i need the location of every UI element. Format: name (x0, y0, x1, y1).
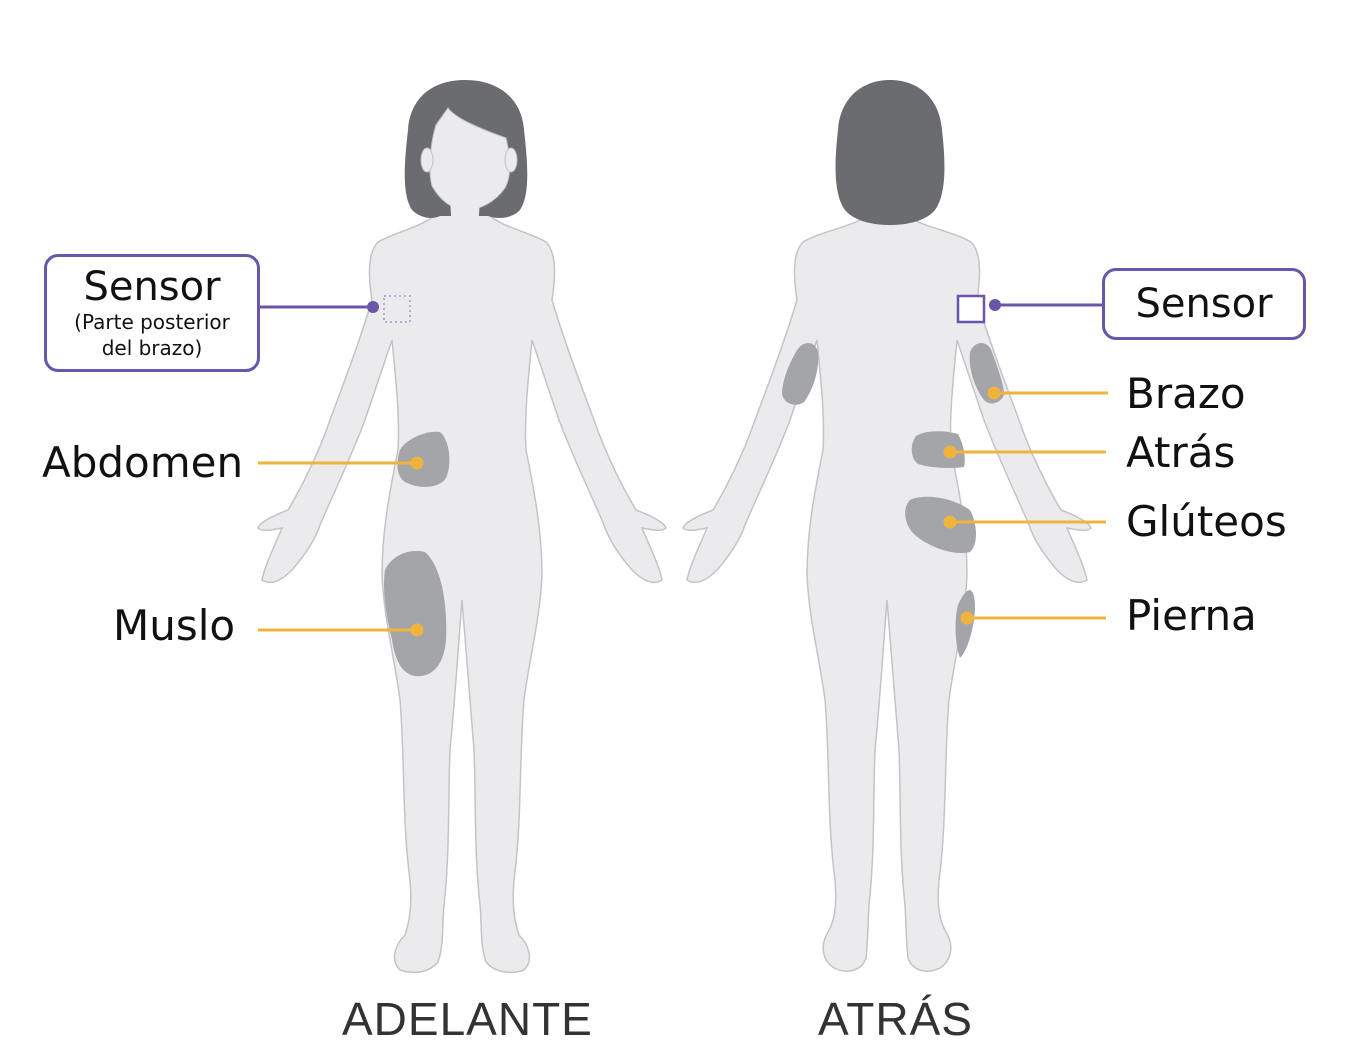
leg-label: Pierna (1126, 591, 1257, 640)
front-sensor-leader-dot (367, 301, 379, 313)
front-face (429, 107, 511, 211)
front-figure (257, 80, 667, 974)
abdomen-leader-dot (410, 456, 424, 470)
back-label: Atrás (1126, 428, 1236, 477)
abdomen-zone (397, 431, 450, 487)
front-left-ear (420, 147, 434, 173)
back-body-silhouette (682, 219, 1092, 972)
buttocks-zone (905, 496, 976, 554)
front-sensor-callout: Sensor (Parte posterior del brazo) (44, 254, 260, 372)
front-sensor-subtitle-line2: del brazo) (101, 336, 203, 360)
arm-label: Brazo (1126, 369, 1246, 418)
buttocks-label: Glúteos (1126, 497, 1287, 546)
front-sensor-title: Sensor (83, 264, 221, 310)
front-sensor-subtitle-line1: (Parte posterior (74, 310, 230, 334)
front-right-ear (504, 147, 518, 173)
back-view-label: ATRÁS (818, 993, 973, 1045)
back-sensor-callout: Sensor (1102, 268, 1306, 340)
thigh-label: Muslo (113, 601, 236, 650)
front-sensor-placement-icon (383, 295, 411, 323)
back-zone (911, 431, 965, 468)
front-body-silhouette (257, 214, 667, 974)
left-back-arm-zone (782, 343, 819, 405)
thigh-zone (383, 550, 447, 677)
back-sensor-placement-icon (956, 294, 986, 324)
back-sensor-title: Sensor (1135, 281, 1273, 327)
front-view-label: ADELANTE (342, 993, 593, 1045)
back-figure (682, 80, 1108, 972)
front-neck (450, 200, 480, 234)
thigh-leader-dot (410, 623, 424, 637)
back-hair (835, 80, 945, 225)
abdomen-label: Abdomen (42, 438, 244, 487)
